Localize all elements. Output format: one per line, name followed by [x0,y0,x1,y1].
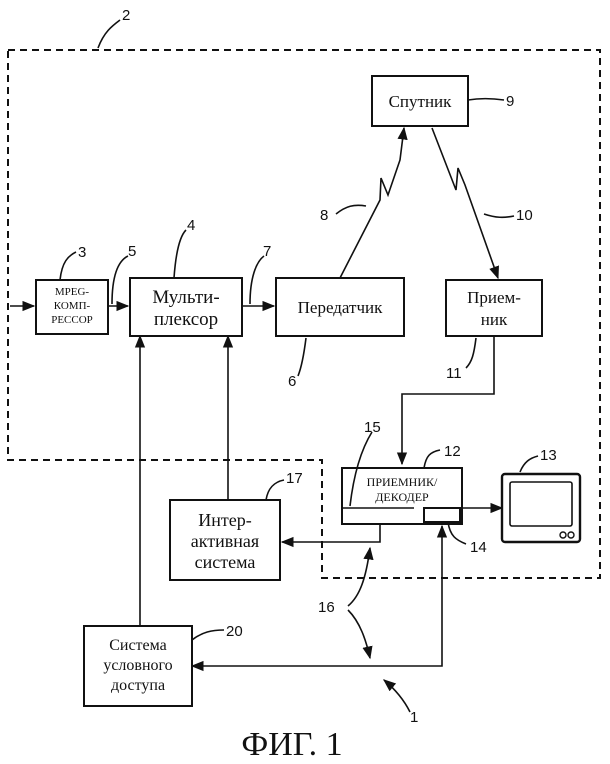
ref-8: 8 [320,205,366,224]
svg-text:11: 11 [446,365,462,382]
svg-text:2: 2 [122,7,130,24]
svg-text:7: 7 [263,243,271,260]
mpeg-label-1: MPEG- [55,286,90,298]
mux-label-2: плексор [154,309,218,330]
module-to-interactive-arrow [282,524,380,542]
ref-11: 11 [446,338,476,382]
decoder-module-14 [424,508,460,522]
ref-14: 14 [448,522,487,556]
svg-text:9: 9 [506,93,514,110]
svg-text:20: 20 [226,623,243,640]
satellite-label: Спутник [389,92,453,111]
svg-text:13: 13 [540,447,557,464]
decoder-label-1: ПРИЕМНИК/ [367,475,438,489]
ref-10: 10 [484,207,533,224]
svg-text:15: 15 [364,419,381,436]
mux-label-1: Мульти- [152,287,219,308]
svg-text:14: 14 [470,539,487,556]
uplink-arrow [340,128,404,278]
ref-9: 9 [468,93,514,110]
svg-text:5: 5 [128,243,136,260]
ref-17: 17 [266,470,303,500]
svg-text:12: 12 [444,443,461,460]
receiver-label-1: Прием- [467,288,521,307]
ref-16: 16 [318,548,370,658]
ref-6: 6 [288,338,306,390]
mpeg-label-2: КОМП- [54,300,91,312]
decoder-label-2: ДЕКОДЕР [375,490,429,504]
ref-2: 2 [98,7,130,48]
svg-text:3: 3 [78,244,86,261]
transmitter-label: Передатчик [298,298,383,317]
ref-20: 20 [192,623,243,640]
ref-13: 13 [520,447,557,472]
access-label-2: условного [103,657,172,674]
svg-text:1: 1 [410,709,418,726]
interactive-label-2: активная [191,531,259,551]
ref-4: 4 [174,217,195,278]
svg-text:10: 10 [516,207,533,224]
svg-text:4: 4 [187,217,195,234]
ref-12: 12 [424,443,461,468]
ref-7: 7 [250,243,271,304]
svg-text:8: 8 [320,207,328,224]
interactive-label-3: система [195,552,256,572]
figure-caption: ФИГ. 1 [241,726,342,763]
access-label-3: доступа [111,677,165,694]
ref-1: 1 [384,680,418,726]
downlink-arrow [432,128,498,278]
tv-icon [502,474,580,542]
svg-text:17: 17 [286,470,303,487]
access-label-1: Система [109,637,167,654]
svg-text:6: 6 [288,373,296,390]
interactive-label-1: Интер- [198,510,251,530]
svg-text:16: 16 [318,599,335,616]
mpeg-label-3: РЕССОР [51,314,93,326]
ref-3: 3 [60,244,86,280]
receiver-label-2: ник [481,310,508,329]
